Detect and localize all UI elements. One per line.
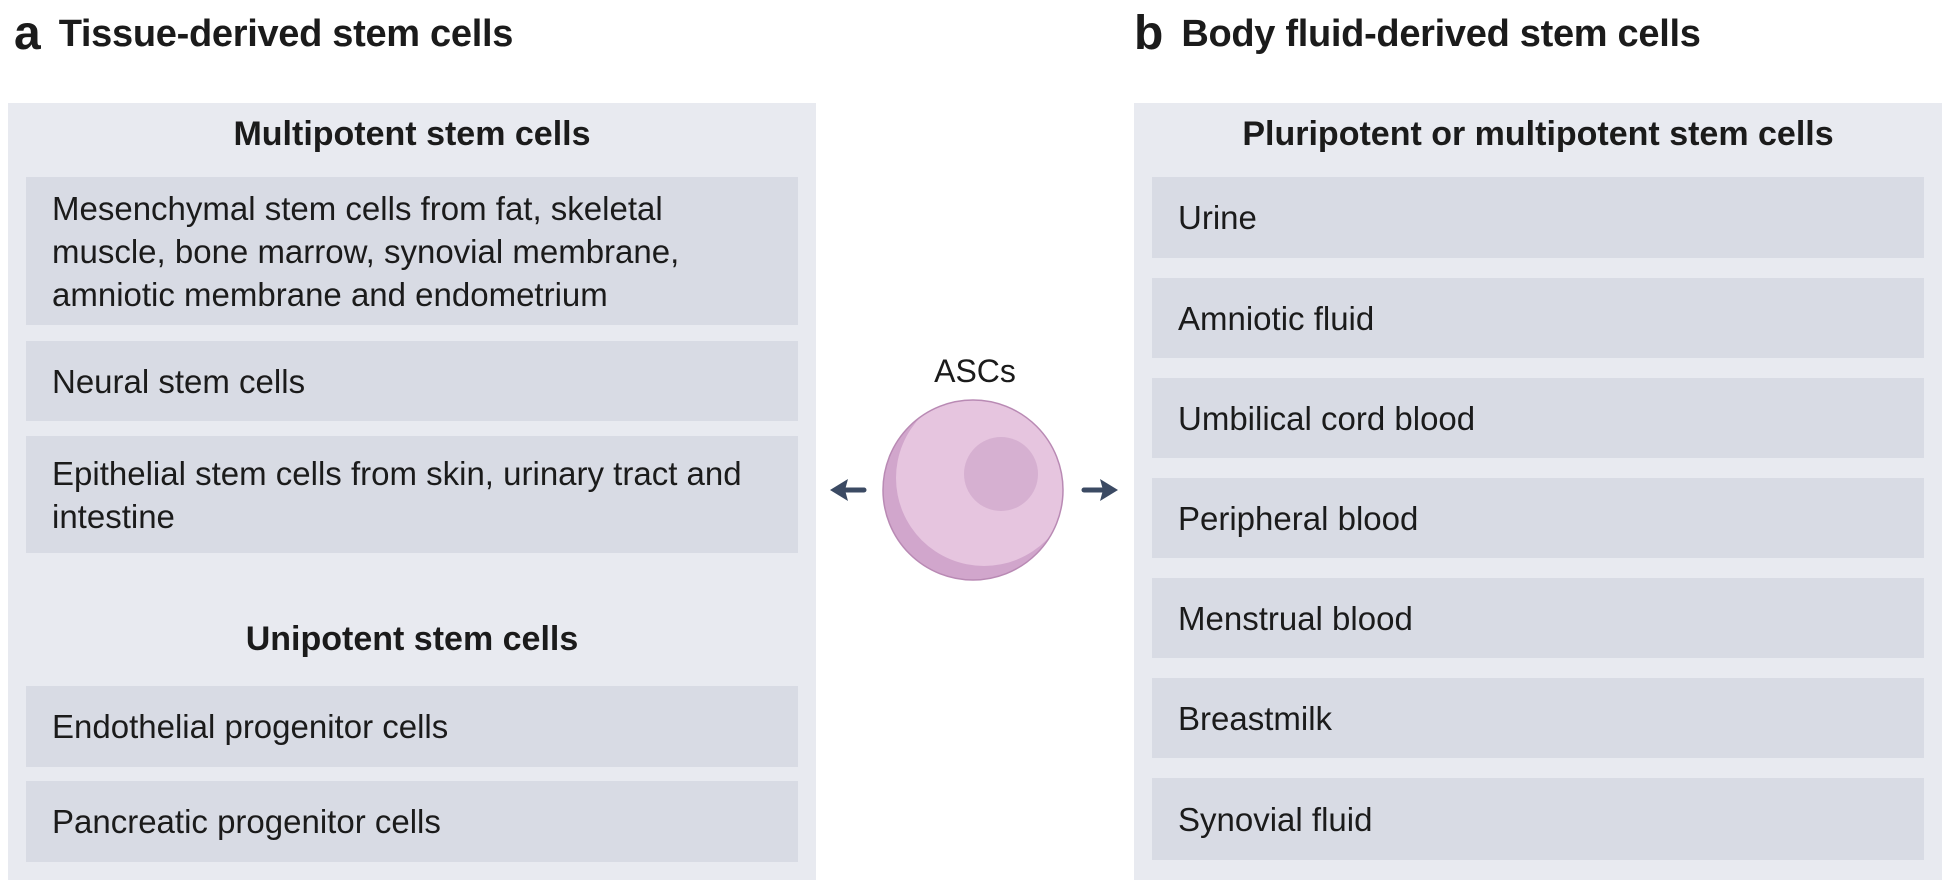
list-item-menstrual-blood: Menstrual blood — [1152, 578, 1924, 658]
asc-label: ASCs — [934, 353, 1016, 389]
list-item-breastmilk: Breastmilk — [1152, 678, 1924, 758]
panel-a-heading: a Tissue-derived stem cells — [14, 6, 513, 62]
list-item-urine: Urine — [1152, 177, 1924, 258]
asc-center: ASCs — [816, 340, 1134, 600]
list-item-endothelial: Endothelial progenitor cells — [26, 686, 798, 767]
list-item-neural: Neural stem cells — [26, 341, 798, 421]
list-item-mesenchymal: Mesenchymal stem cells from fat, skeleta… — [26, 177, 798, 325]
list-item-umbilical-cord-blood: Umbilical cord blood — [1152, 378, 1924, 458]
panel-b-heading: b Body fluid-derived stem cells — [1134, 6, 1701, 62]
list-item-synovial-fluid: Synovial fluid — [1152, 778, 1924, 860]
asc-cell-graphic — [830, 399, 1118, 581]
right-arrow-icon — [1081, 479, 1118, 501]
stem-cell-icon — [882, 399, 1064, 581]
panel-b-title: Body fluid-derived stem cells — [1181, 13, 1701, 55]
list-item-epithelial: Epithelial stem cells from skin, urinary… — [26, 436, 798, 553]
panel-a-letter: a — [14, 7, 41, 60]
nucleus-icon — [964, 437, 1038, 511]
multipotent-group-title: Multipotent stem cells — [233, 115, 591, 153]
panel-a-title: Tissue-derived stem cells — [58, 13, 514, 55]
body-fluid-derived-panel: Pluripotent or multipotent stem cells Ur… — [1134, 103, 1942, 880]
left-arrow-icon — [830, 479, 867, 501]
panel-b-letter: b — [1134, 7, 1164, 60]
list-item-pancreatic: Pancreatic progenitor cells — [26, 781, 798, 862]
tissue-derived-panel: Multipotent stem cells Mesenchymal stem … — [8, 103, 816, 880]
pluripotent-group-title: Pluripotent or multipotent stem cells — [1242, 115, 1834, 153]
list-item-amniotic-fluid: Amniotic fluid — [1152, 278, 1924, 358]
unipotent-group-title: Unipotent stem cells — [245, 620, 579, 658]
list-item-peripheral-blood: Peripheral blood — [1152, 478, 1924, 558]
